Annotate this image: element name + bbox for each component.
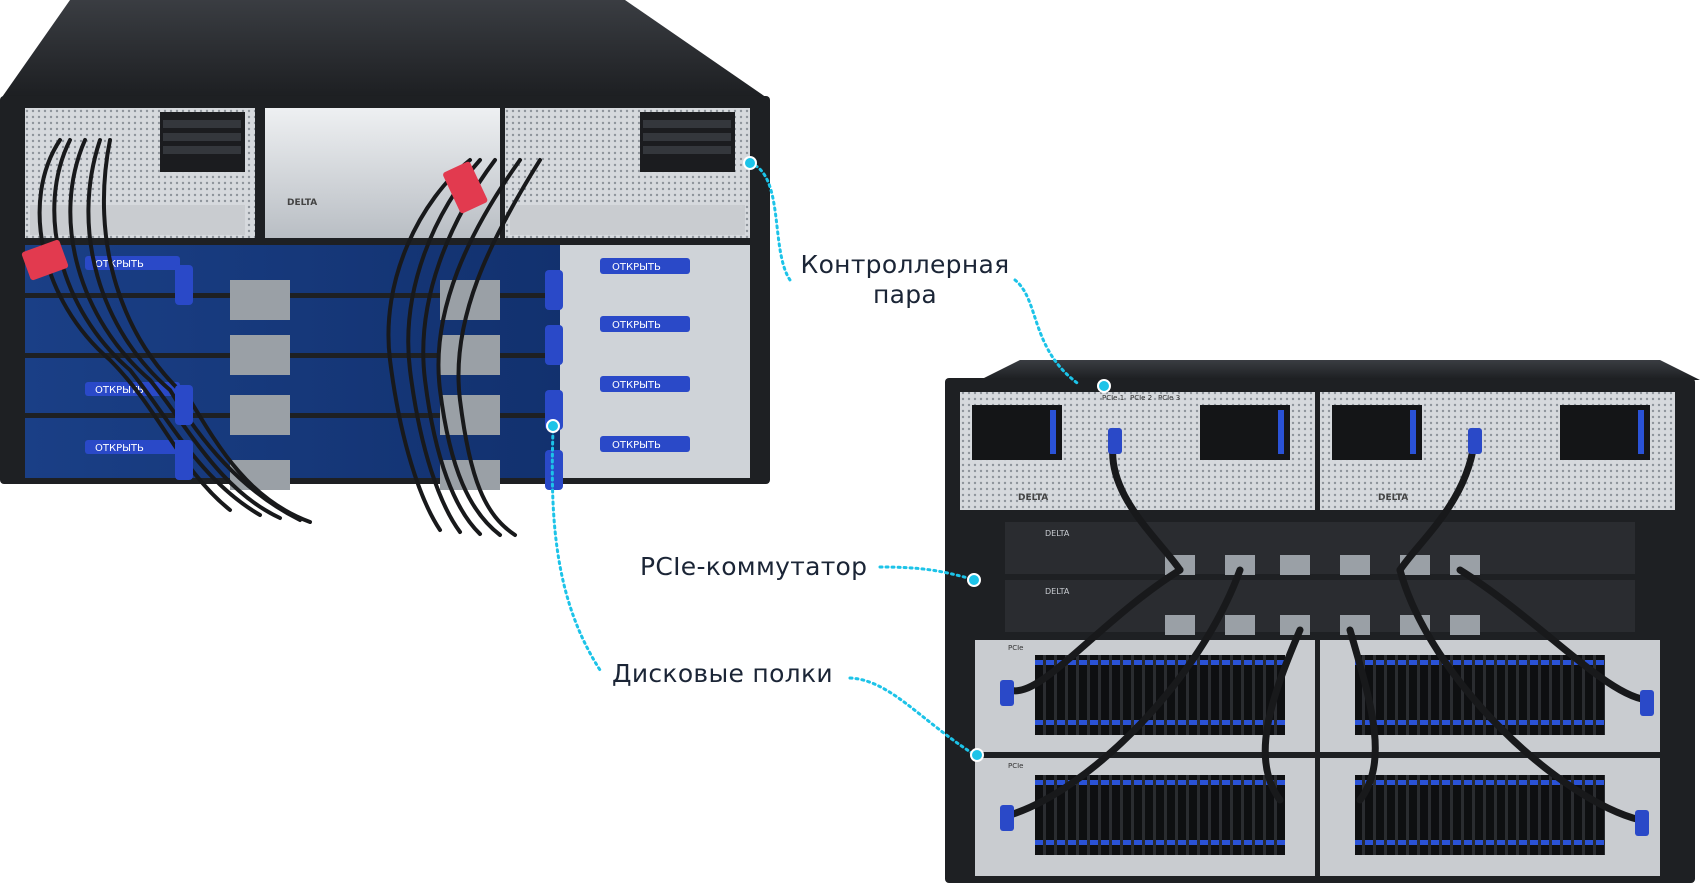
delta-logo-switch-1: DELTA: [1045, 529, 1070, 538]
delta-logo-right-2: DELTA: [1378, 493, 1408, 503]
open-label-2: ОТКРЫТЬ: [612, 320, 661, 331]
open-label-4: ОТКРЫТЬ: [612, 440, 661, 451]
callout-leaders: [550, 161, 1082, 757]
open-label-1: ОТКРЫТЬ: [612, 262, 661, 273]
pcie-switch-label: PCIe-коммутатор: [640, 552, 868, 581]
callout-dot-pcie-switch: [967, 573, 981, 587]
open-label-3: ОТКРЫТЬ: [612, 380, 661, 391]
open-label-7: ОТКРЫТЬ: [95, 443, 144, 454]
delta-logo-right-1: DELTA: [1018, 493, 1048, 503]
callout-dot-controller-left: [743, 156, 757, 170]
open-label-5: ОТКРЫТЬ: [95, 259, 144, 270]
delta-logo-left: DELTA: [287, 198, 317, 208]
delta-logo-switch-2: DELTA: [1045, 587, 1070, 596]
shelf-port-label-2: PCIe: [1008, 762, 1023, 770]
pcie-slot-label-2: PCIe 2: [1130, 394, 1152, 402]
disk-shelves-label: Дисковые полки: [612, 659, 833, 688]
left-server-chassis: DELTA ОТКРЫТЬ ОТКРЫТЬ ОТКРЫТЬ ОТКРЫТЬ ОТ…: [0, 0, 770, 537]
shelf-port-label-1: PCIe: [1008, 644, 1023, 652]
right-server-chassis: PCIe 1 PCIe 2 PCIe 3 DELTA DELTA DELTA D…: [945, 360, 1700, 883]
callout-dot-controller-right: [1097, 379, 1111, 393]
callout-dot-disk-shelf-left: [546, 419, 560, 433]
callout-dot-disk-shelf-right: [970, 748, 984, 762]
pcie-slot-label-3: PCIe 3: [1158, 394, 1180, 402]
pcie-slot-label-1: PCIe 1: [1102, 394, 1124, 402]
controller-pair-label: Контроллерная пара: [800, 250, 1010, 309]
open-label-6: ОТКРЫТЬ: [95, 385, 144, 396]
